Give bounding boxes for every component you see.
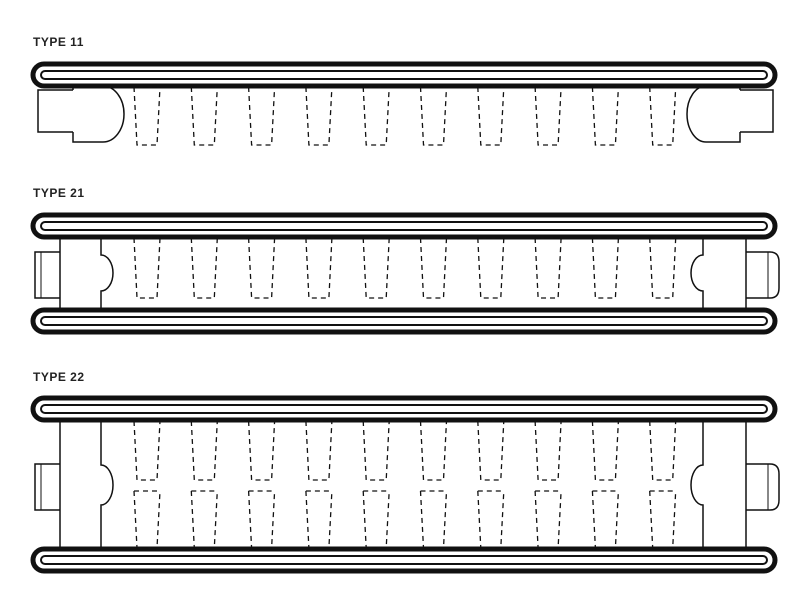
convector-fins — [133, 237, 677, 299]
fin — [649, 86, 677, 146]
right-connector-icon — [746, 251, 780, 299]
rear-panel-inner — [40, 316, 768, 326]
fin — [477, 490, 505, 549]
panel-inner — [40, 70, 768, 80]
convector-fins — [133, 86, 677, 146]
fin — [247, 86, 276, 146]
type-22-radiator — [30, 395, 780, 574]
type-11-radiator — [30, 61, 778, 146]
fin — [190, 490, 218, 549]
left-connector-icon — [34, 463, 60, 511]
fin — [649, 490, 677, 549]
left-connector-icon — [34, 251, 60, 299]
type-21-radiator — [30, 212, 780, 335]
front-panel-inner — [40, 221, 768, 231]
fin — [362, 420, 390, 481]
fin — [247, 237, 276, 299]
fin — [419, 490, 448, 549]
panel-outer — [30, 61, 778, 89]
fin — [305, 420, 333, 481]
left-valve-icon — [72, 85, 125, 143]
fin — [477, 420, 505, 481]
fin — [190, 86, 218, 146]
fin — [133, 420, 161, 481]
fin — [362, 237, 390, 299]
front-panel-outer — [30, 212, 778, 240]
fin — [305, 490, 333, 549]
type-22-label: TYPE 22 — [33, 370, 85, 384]
convector-fins-lower — [133, 490, 677, 549]
right-connector-icon — [740, 89, 774, 133]
fin — [534, 490, 562, 549]
front-panel-inner — [40, 404, 768, 414]
fin — [649, 420, 677, 481]
front-panel-outer — [30, 395, 778, 423]
convector-fins-upper — [133, 420, 677, 481]
left-side-cover — [100, 422, 114, 548]
fin — [133, 86, 161, 146]
fin — [247, 490, 276, 549]
rear-panel-inner — [40, 555, 768, 565]
fin — [247, 420, 276, 481]
fin — [362, 490, 390, 549]
right-connector-icon — [746, 463, 780, 511]
right-side-cover — [690, 239, 704, 309]
right-side-cover — [690, 422, 704, 548]
fin — [591, 420, 620, 481]
left-side-cover — [100, 239, 114, 309]
fin — [190, 237, 218, 299]
fin — [649, 237, 677, 299]
rear-panel-outer — [30, 546, 778, 574]
fin — [591, 86, 620, 146]
fin — [305, 86, 333, 146]
left-connector-icon — [37, 89, 73, 133]
fin — [190, 420, 218, 481]
type-21-label: TYPE 21 — [33, 186, 85, 200]
fin — [133, 490, 161, 549]
right-valve-icon — [686, 85, 741, 143]
fin — [419, 86, 448, 146]
fin — [477, 237, 505, 299]
fin — [419, 237, 448, 299]
fin — [362, 86, 390, 146]
fin — [305, 237, 333, 299]
fin — [591, 237, 620, 299]
fin — [534, 86, 562, 146]
fin — [477, 86, 505, 146]
fin — [591, 490, 620, 549]
fin — [534, 420, 562, 481]
fin — [419, 420, 448, 481]
rear-panel-outer — [30, 307, 778, 335]
fin — [133, 237, 161, 299]
type-11-label: TYPE 11 — [33, 35, 84, 49]
fin — [534, 237, 562, 299]
